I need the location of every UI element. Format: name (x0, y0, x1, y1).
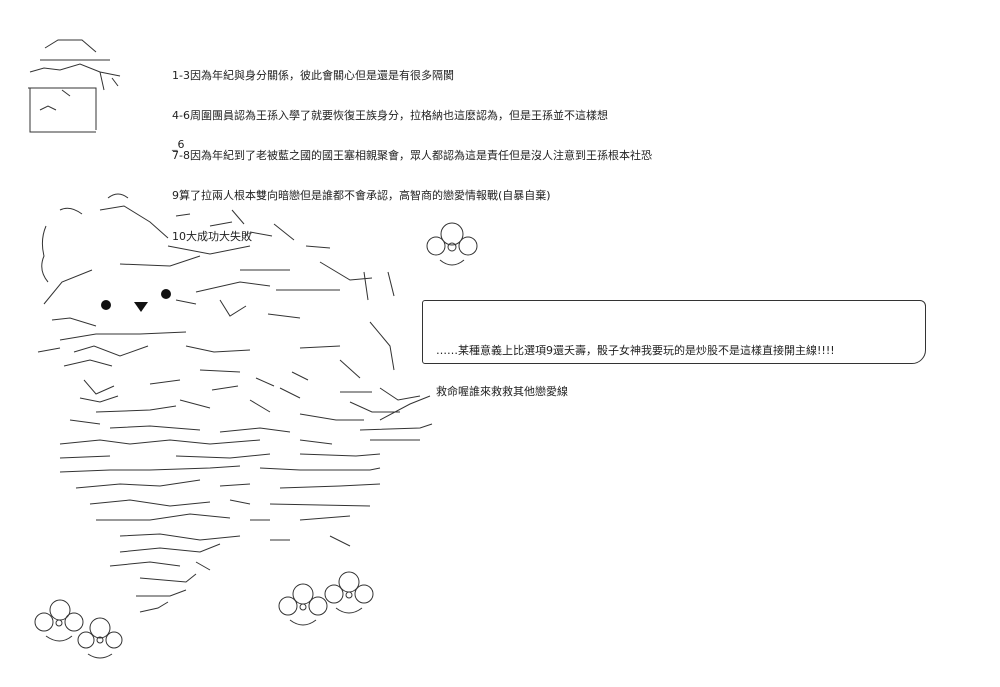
small-character-art (28, 39, 121, 133)
note-line: 7-8因為年紀到了老被藍之國的國王塞相親聚會，眾人都認為這是責任但是沒人注意到王… (172, 149, 652, 163)
speech-bubble-text: ……某種意義上比選項9還夭壽，骰子女神我要玩的是炒股不是這樣直接開主線!!!! … (436, 317, 835, 425)
note-line: 1-3因為年紀與身分關係，彼此會關心但是還是有很多隔閡 (172, 68, 454, 82)
bubble-line: 救命喔誰來救救其他戀愛線 (436, 384, 568, 398)
note-line: 9算了拉兩人根本雙向暗戀但是誰都不會承認，高智商的戀愛情報戰(自暴自棄) (172, 189, 551, 203)
note-line: 10大成功大失敗 (172, 229, 252, 243)
flower-icon (77, 617, 123, 659)
page-number: _6 (172, 138, 185, 151)
flower-icon (426, 222, 478, 266)
speech-bubble (422, 300, 926, 364)
flower-icon (34, 599, 84, 642)
note-line: 4-6周圍團員認為王孫入學了就要恢復王族身分，拉格納也這麽認為，但是王孫並不這樣… (172, 109, 608, 123)
flower-icon (278, 583, 328, 626)
animal-character-art (37, 193, 433, 613)
flower-icon (324, 571, 374, 614)
bubble-line: ……某種意義上比選項9還夭壽，骰子女神我要玩的是炒股不是這樣直接開主線!!!! (436, 344, 835, 357)
notes-list: 1-3因為年紀與身分關係，彼此會關心但是還是有很多隔閡 4-6周圍團員認為王孫入… (172, 42, 652, 270)
